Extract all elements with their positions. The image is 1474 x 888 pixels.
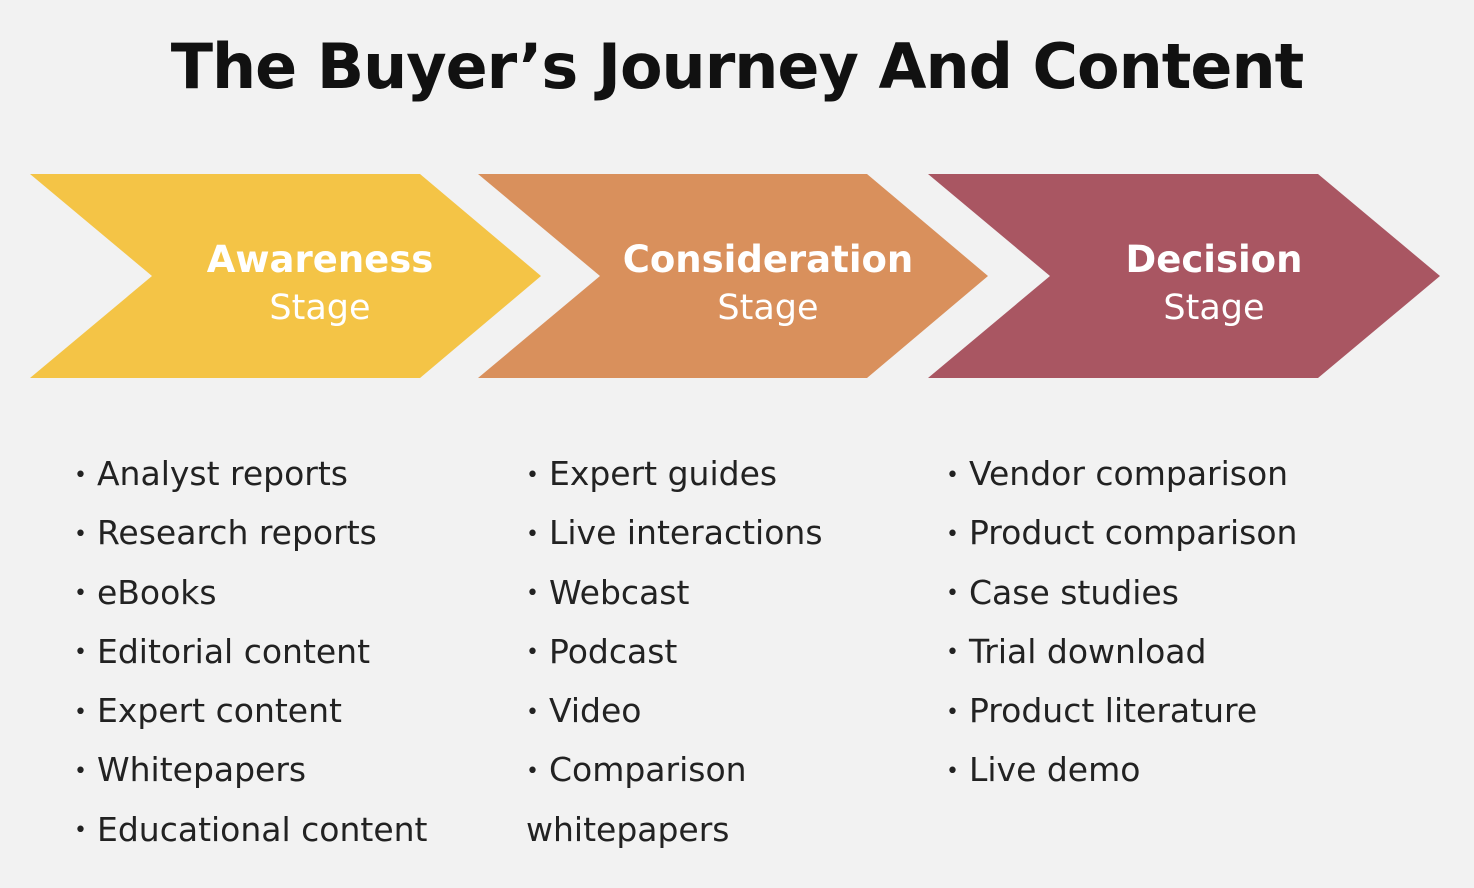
list-item-text: Live interactions	[548, 513, 823, 553]
list-item: • Editorial content	[74, 626, 428, 685]
list-item-text: Editorial content	[96, 631, 371, 671]
bullet-icon: •	[526, 581, 539, 607]
bullet-icon: •	[946, 581, 959, 607]
list-item-text: Video	[548, 691, 642, 731]
list-item-text: Product comparison	[968, 513, 1298, 553]
list-item: • Trial download	[946, 626, 1297, 685]
stage-name: Decision	[1125, 238, 1303, 281]
decision-chevron	[928, 174, 1440, 378]
list-item-text: Trial download	[968, 631, 1207, 671]
page-title: The Buyer’s Journey And Content	[170, 30, 1305, 103]
bullet-icon: •	[526, 699, 539, 725]
list-item-text: Product literature	[968, 691, 1258, 731]
list-item: • Live demo	[946, 744, 1297, 803]
list-item: • Expert content	[74, 685, 428, 744]
bullet-icon: •	[74, 581, 87, 607]
awareness-chevron	[30, 174, 541, 378]
decision-content-list: • Vendor comparison • Product comparison • Ca…	[946, 448, 1297, 804]
list-item: • Whitepapers	[74, 744, 428, 803]
bullet-icon: •	[946, 521, 959, 547]
bullet-icon: •	[946, 640, 959, 666]
list-item-continuation: whitepapers	[526, 809, 730, 849]
stage-sub: Stage	[1163, 288, 1265, 328]
consideration-chevron	[478, 174, 988, 378]
stage-sub: Stage	[717, 288, 819, 328]
list-item-text: Expert guides	[548, 454, 778, 493]
list-item-text: Educational content	[96, 809, 428, 849]
list-item: • Case studies	[946, 567, 1297, 626]
list-item: • Research reports	[74, 507, 428, 566]
list-item-text: Case studies	[968, 572, 1179, 612]
list-item-text: Expert content	[96, 691, 342, 731]
stage-name: Awareness	[206, 238, 434, 281]
list-item: • Podcast	[526, 626, 823, 685]
bullet-icon: •	[526, 758, 539, 784]
bullet-icon: •	[946, 462, 959, 488]
list-item: • Educational content	[74, 804, 428, 863]
list-item-text: Webcast	[548, 572, 690, 612]
bullet-icon: •	[74, 462, 87, 488]
list-item: • Comparison	[526, 744, 823, 803]
list-item: • Analyst reports	[74, 448, 428, 507]
list-item: • Product literature	[946, 685, 1297, 744]
bullet-icon: •	[74, 521, 87, 547]
list-item: • Video	[526, 685, 823, 744]
list-item: • eBooks	[74, 567, 428, 626]
awareness-content-list: • Analyst reports • Research reports • eBooks…	[74, 448, 428, 863]
consideration-content-list: • Expert guides • Live interactions • Webcast…	[526, 448, 823, 863]
list-item-text: Comparison	[548, 750, 747, 790]
list-item: • Live interactions	[526, 507, 823, 566]
bullet-icon: •	[526, 640, 539, 666]
awareness-stage-label: Awareness Stage	[170, 236, 470, 332]
bullet-icon: •	[946, 699, 959, 725]
list-item-text: Live demo	[968, 750, 1141, 790]
decision-stage-label: Decision Stage	[1064, 236, 1364, 332]
bullet-icon: •	[74, 758, 87, 784]
bullet-icon: •	[74, 699, 87, 725]
list-item-text: Research reports	[96, 513, 377, 553]
list-item: • Vendor comparison	[946, 448, 1297, 507]
bullet-icon: •	[946, 758, 959, 784]
stage-sub: Stage	[269, 288, 371, 328]
list-item-text: Analyst reports	[96, 454, 348, 493]
bullet-icon: •	[74, 640, 87, 666]
list-item: • Product comparison	[946, 507, 1297, 566]
bullet-icon: •	[526, 521, 539, 547]
list-item: • Expert guides	[526, 448, 823, 507]
list-item: • Webcast	[526, 567, 823, 626]
stage-name: Consideration	[622, 238, 914, 281]
consideration-stage-label: Consideration Stage	[618, 236, 918, 332]
bullet-icon: •	[74, 818, 87, 844]
list-item-text: eBooks	[96, 572, 217, 612]
list-item-text: Podcast	[548, 631, 678, 671]
list-item-text: Whitepapers	[96, 750, 307, 790]
bullet-icon: •	[526, 462, 539, 488]
list-item-text: Vendor comparison	[968, 454, 1289, 493]
